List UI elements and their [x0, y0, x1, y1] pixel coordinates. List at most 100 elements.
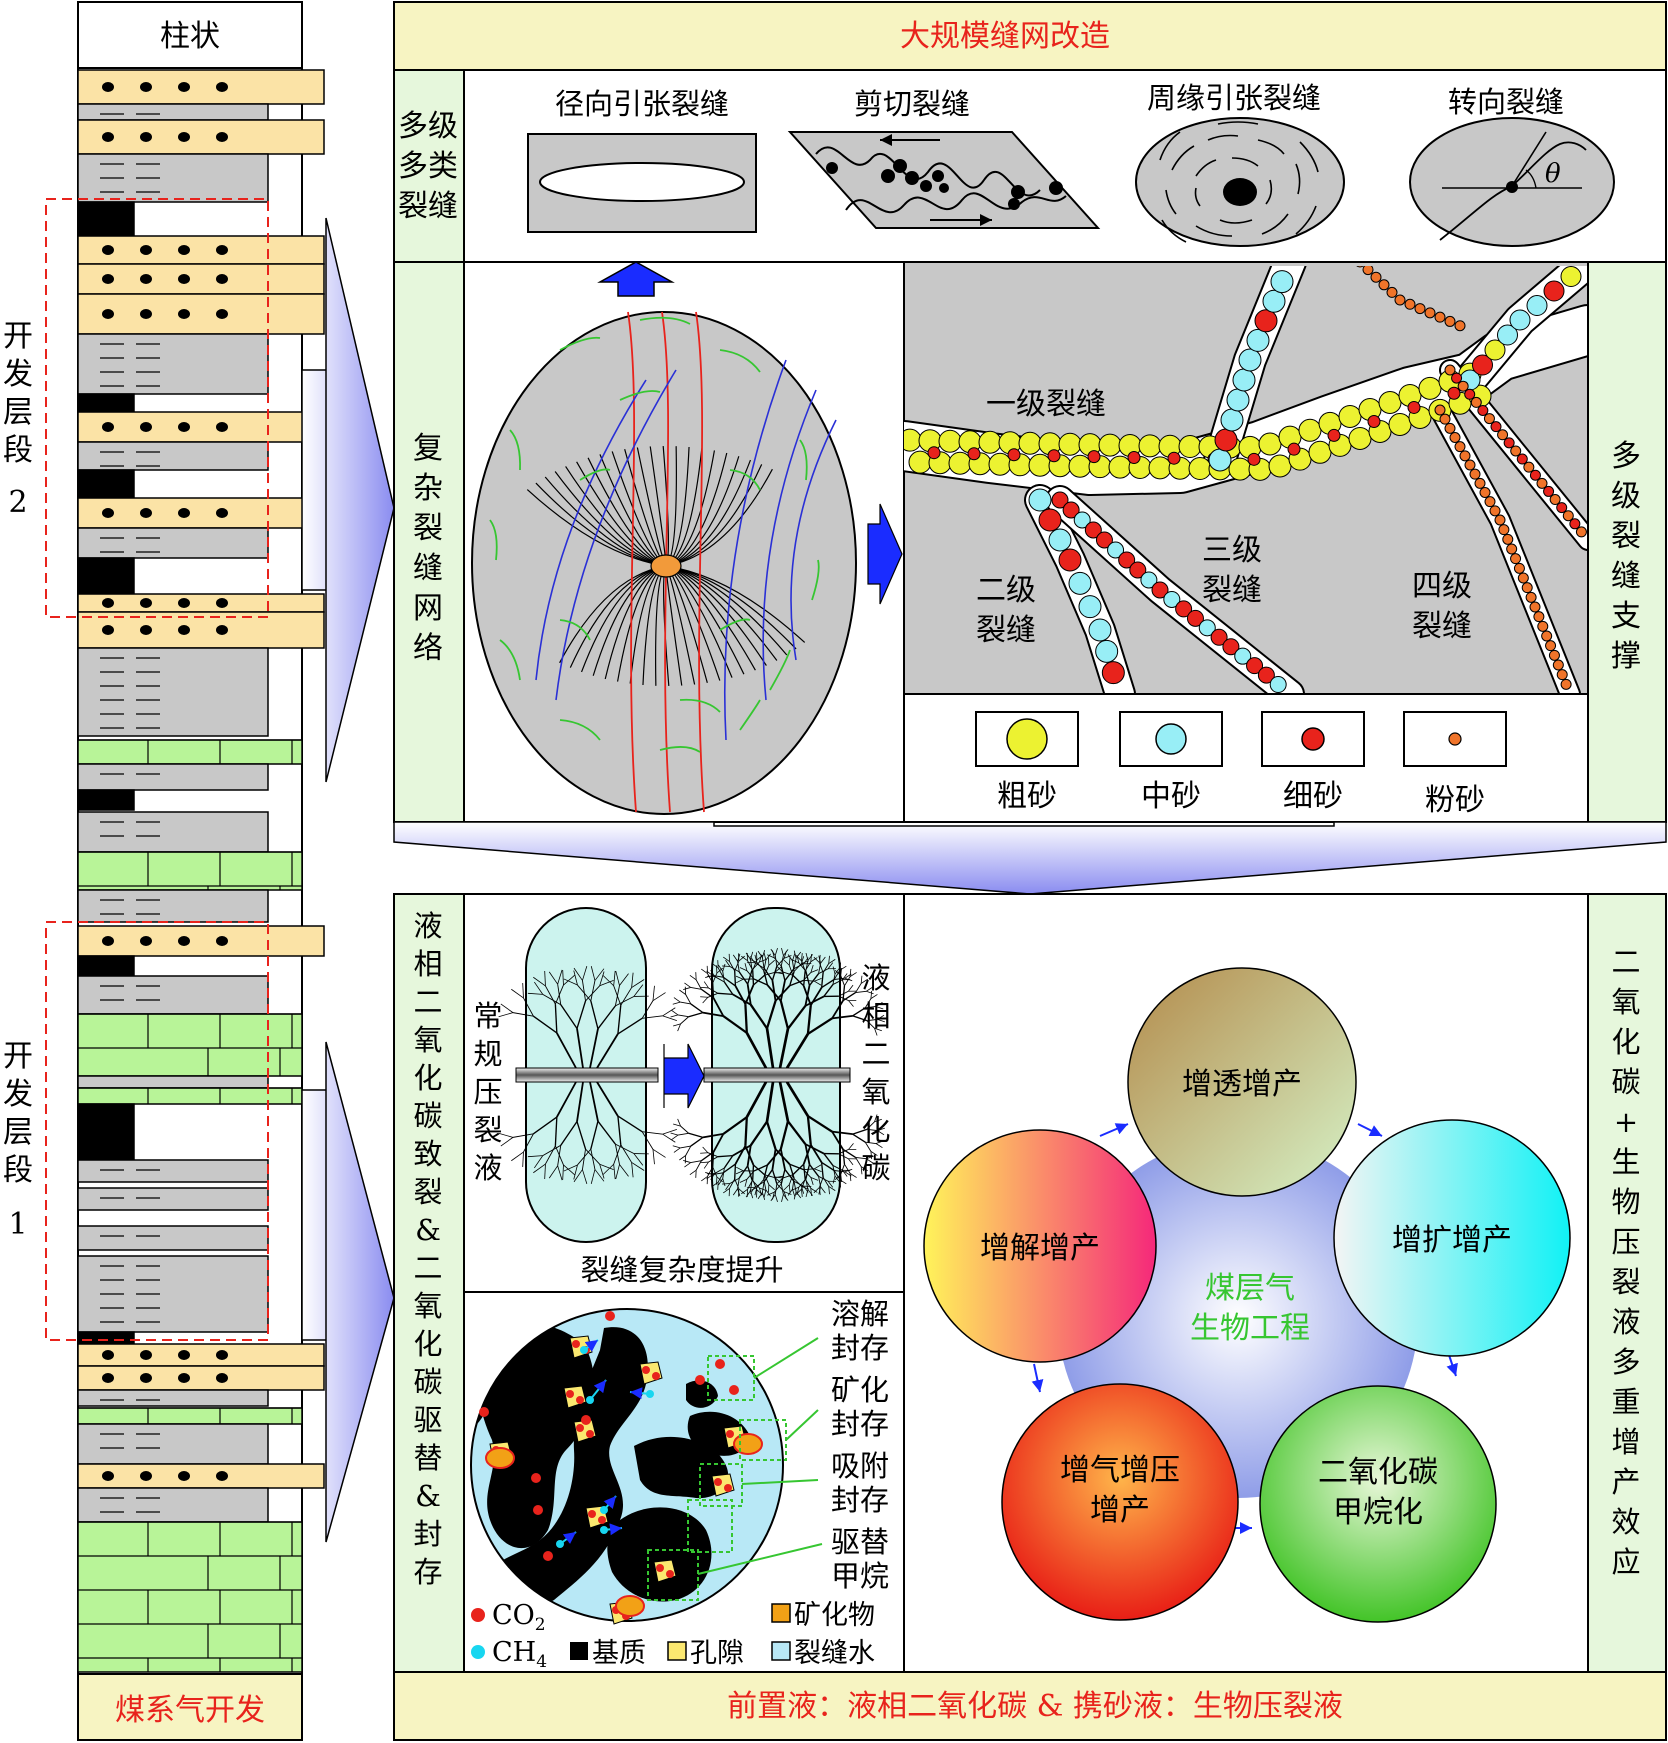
left-label-char: 致	[413, 1137, 442, 1171]
right-label-char: 压	[1611, 1225, 1640, 1259]
legend-fine-sand: 细砂	[1283, 779, 1343, 814]
right-label-char: 增	[1611, 1425, 1640, 1459]
radial-fracture-icon	[527, 133, 757, 233]
zone-lower-char: 段	[3, 1153, 33, 1188]
conventional-label-char: 常	[473, 999, 502, 1033]
zone-upper-char: 发	[3, 357, 33, 392]
right-label-char: +	[1614, 1105, 1638, 1139]
legend-mineral: 矿化物	[794, 1600, 875, 1631]
fracture-type-label: 径向引张裂缝	[555, 87, 729, 121]
liquid-co2-label-char: 化	[861, 1113, 890, 1147]
storage-label: 封存	[831, 1483, 889, 1517]
right-label-char: 支	[1611, 599, 1641, 634]
left-label-char: 驱	[413, 1403, 442, 1437]
circle-expansion: 增扩增产	[1392, 1223, 1512, 1258]
zone-upper-char: 2	[8, 485, 27, 520]
right-label-char: 化	[1611, 1025, 1640, 1059]
conventional-label-char: 裂	[473, 1113, 502, 1147]
top-panel: 大规模缝网改造 多级 多类 裂缝 径向引张裂缝 剪切裂缝 周缘引张裂缝 转向裂缝	[393, 1, 1667, 823]
proppant-fracture-network	[904, 266, 1588, 694]
conventional-label-char: 压	[473, 1075, 502, 1109]
row2-label-char: 复	[413, 431, 443, 466]
center-title: 煤层气	[1205, 1271, 1295, 1306]
sand-legend: 粗砂 中砂 细砂 粉砂	[975, 711, 1507, 818]
liquid-co2-label-char: 氧	[861, 1075, 890, 1109]
legend-silt: 粉砂	[1425, 783, 1485, 818]
right-label-char: 液	[1611, 1305, 1640, 1339]
circle-desorption: 增解增产	[980, 1231, 1100, 1266]
complexity-label: 裂缝复杂度提升	[580, 1253, 783, 1287]
storage-label: 甲烷	[831, 1559, 889, 1593]
liquid-co2-label-char: 二	[861, 1037, 890, 1071]
legend-water: 裂缝水	[794, 1638, 875, 1669]
center-title: 生物工程	[1190, 1311, 1310, 1346]
storage-label: 矿化	[831, 1373, 889, 1407]
right-label-char: 裂	[1611, 1265, 1640, 1299]
zone-upper-char: 段	[3, 433, 33, 468]
legend-pore: 孔隙	[690, 1638, 744, 1669]
row1-label-line: 裂缝	[398, 189, 458, 224]
zone-label-upper: 开 发 层 段 2	[3, 319, 33, 520]
strat-column: 柱状 煤系气开发 开 发 层 段 2 开 发 层 段 1	[3, 1, 325, 1741]
storage-label: 封存	[831, 1407, 889, 1441]
right-label-char: 撑	[1611, 639, 1641, 674]
right-label-char: 生	[1611, 1145, 1640, 1179]
row2-label-char: 网	[413, 591, 443, 626]
flow-arrow-right	[867, 503, 903, 605]
zone-lower-char: 1	[8, 1207, 27, 1242]
fracture-type-label: 周缘引张裂缝	[1147, 81, 1321, 115]
left-label-char: &	[415, 1213, 441, 1247]
storage-label: 吸附	[831, 1449, 889, 1483]
storage-label: 溶解	[831, 1297, 889, 1331]
conventional-label-char: 规	[473, 1037, 502, 1071]
peripheral-fracture-icon	[1135, 117, 1345, 247]
left-label-char: 相	[413, 947, 442, 981]
left-label-char: 存	[413, 1555, 442, 1589]
shear-fracture-icon	[787, 131, 1101, 229]
left-label-char: 裂	[413, 1175, 442, 1209]
left-label-char: 替	[413, 1441, 442, 1475]
right-label-char: 重	[1611, 1385, 1640, 1419]
storage-molecules	[479, 1311, 763, 1625]
capsule-fracture-trees	[498, 947, 885, 1203]
zone-label-lower: 开 发 层 段 1	[3, 1039, 33, 1242]
right-label-char: 碳	[1611, 1065, 1640, 1099]
complex-network-ellipse	[471, 261, 857, 815]
row2-label-char: 缝	[413, 551, 443, 586]
right-label-char: 效	[1611, 1505, 1640, 1539]
legend-coarse-sand: 粗砂	[997, 779, 1057, 814]
legend-ch4: CH4	[492, 1637, 547, 1672]
circle-gas-pressure: 增气增压	[1060, 1453, 1180, 1488]
right-label-char: 物	[1611, 1185, 1640, 1219]
bioengineering-cycle: 增透增产 增扩增产 二氧化碳 甲烷化 增气增压 增产 增解增产 煤层气 生物工程	[923, 967, 1571, 1623]
left-label-char: 封	[413, 1517, 442, 1551]
storage-legend: CO2 CH4 基质 孔隙 矿化物 裂缝水	[471, 1600, 875, 1672]
right-label-char: 裂	[1611, 519, 1641, 554]
callout-arrow-lower	[301, 1041, 395, 1543]
left-label-char: 二	[413, 985, 442, 1019]
zone-lower-char: 发	[3, 1077, 33, 1112]
right-label-char: 级	[1611, 479, 1641, 514]
level2-label: 二级	[976, 573, 1036, 608]
left-label-char: 液	[413, 909, 442, 943]
level4-label: 裂缝	[1412, 609, 1472, 644]
zone-lower-char: 开	[3, 1039, 33, 1074]
left-label-char: 二	[413, 1251, 442, 1285]
level1-label: 一级裂缝	[986, 387, 1106, 422]
fracture-type-label: 转向裂缝	[1448, 85, 1564, 119]
column-footer: 煤系气开发	[115, 1693, 265, 1728]
level3-label: 裂缝	[1202, 573, 1262, 608]
left-label-char: 化	[413, 1327, 442, 1361]
circle-methanation: 甲烷化	[1333, 1495, 1423, 1530]
bottom-footer: 前置液：液相二氧化碳 & 携砂液：生物压裂液	[727, 1689, 1343, 1724]
conventional-label-char: 液	[473, 1151, 502, 1185]
fracture-capsules	[498, 907, 885, 1243]
legend-co2: CO2	[492, 1600, 546, 1635]
level4-label: 四级	[1412, 569, 1472, 604]
liquid-co2-label-char: 碳	[861, 1151, 890, 1185]
right-label-char: 缝	[1611, 559, 1641, 594]
